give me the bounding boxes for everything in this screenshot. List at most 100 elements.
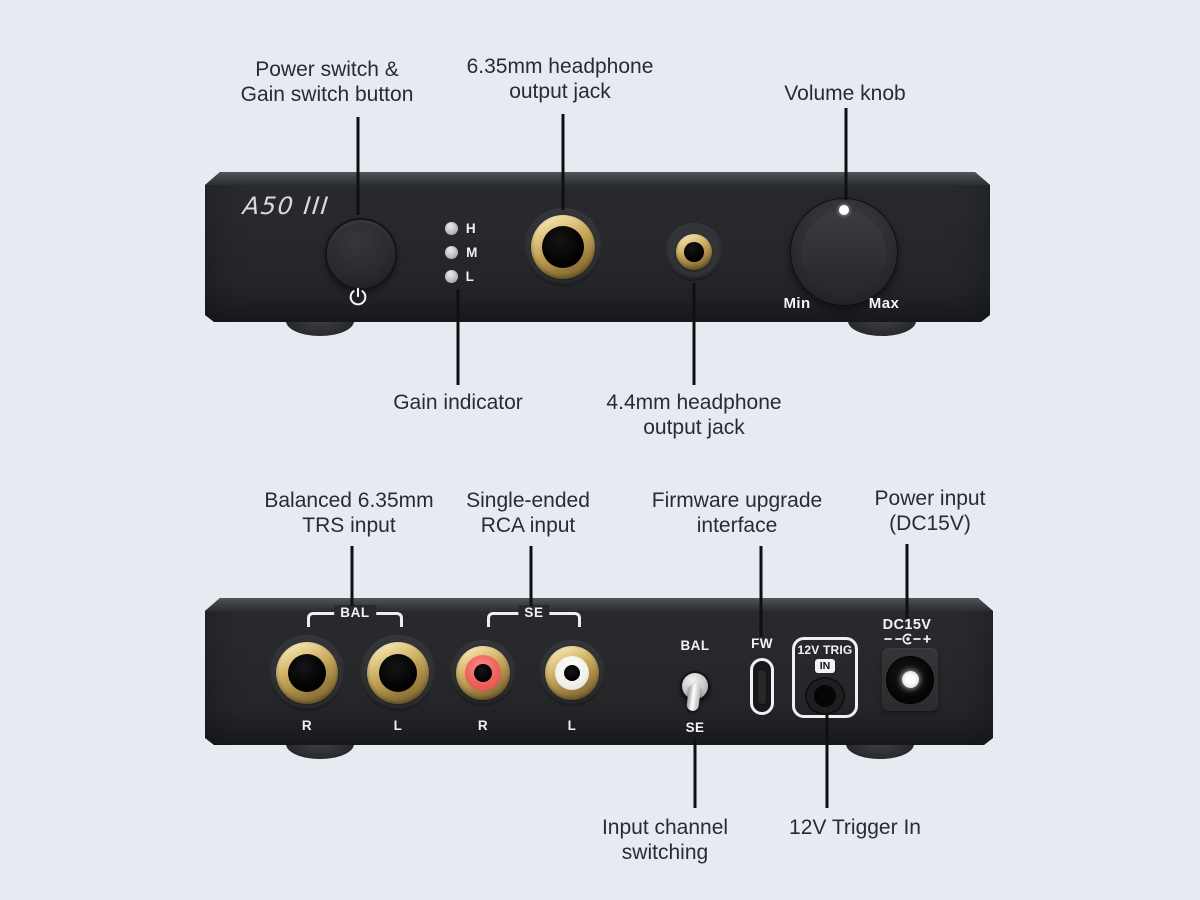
rca-input-jack-left — [539, 640, 605, 706]
trigger-title: 12V TRIG — [797, 643, 853, 657]
input-toggle-lever — [686, 683, 701, 711]
callout-power-switch-label: Power switch & Gain switch button — [241, 57, 414, 107]
power-button — [325, 218, 397, 290]
callout-text: Balanced 6.35mm — [264, 489, 434, 512]
se-group-bracket: SE — [487, 612, 581, 627]
callout-635-jack-label: 6.35mm headphone output jack — [467, 54, 654, 104]
callout-text: output jack — [509, 80, 611, 103]
knob-min-label: Min — [783, 295, 811, 312]
callout-text: (DC15V) — [889, 512, 971, 535]
jack-gold-ring — [456, 646, 510, 700]
callout-trigger-label: 12V Trigger In — [789, 815, 921, 840]
rear-panel: BAL SE R L — [205, 598, 993, 745]
callout-line — [692, 283, 696, 385]
callout-text: Power input — [874, 487, 986, 510]
gain-led-label: L — [465, 269, 475, 284]
usb-c-slot — [757, 669, 767, 705]
rca-right-label: R — [477, 718, 489, 733]
callout-trs-input-label: Balanced 6.35mm TRS input — [264, 488, 433, 538]
se-group-label: SE — [518, 605, 549, 620]
callout-input-switch-label: Input channel switching — [602, 815, 728, 865]
jack-hole — [684, 242, 704, 262]
callout-text: RCA input — [480, 514, 576, 537]
callout-text: Volume knob — [784, 82, 906, 105]
jack-hole — [379, 654, 417, 692]
callout-line — [759, 546, 763, 637]
volume-knob — [790, 198, 898, 306]
jack-gold-ring — [545, 646, 599, 700]
callout-text: Gain indicator — [393, 391, 523, 414]
trigger-in-badge: IN — [815, 659, 836, 673]
callout-line — [825, 714, 829, 808]
bal-group-label: BAL — [334, 605, 376, 620]
trs-right-label: R — [301, 718, 313, 733]
jack-hole — [474, 664, 492, 682]
gain-led-m — [445, 246, 458, 259]
toggle-se-label: SE — [685, 720, 705, 735]
toggle-bal-label: BAL — [680, 638, 710, 653]
jack-gold-ring — [276, 642, 338, 704]
jack-gold-ring — [676, 234, 712, 270]
callout-line — [529, 546, 533, 606]
callout-volume-label: Volume knob — [784, 81, 905, 106]
callout-text: Input channel — [601, 816, 729, 839]
callout-44-jack-label: 4.4mm headphone output jack — [606, 390, 781, 440]
rca-white-ring — [555, 656, 589, 690]
jack-gold-ring — [531, 215, 595, 279]
rca-red-ring — [465, 655, 501, 691]
callout-line — [844, 108, 848, 200]
callout-text: output jack — [643, 416, 745, 439]
gain-led-l — [445, 270, 458, 283]
headphone-jack-4-4 — [665, 223, 723, 281]
trs-left-label: L — [393, 718, 403, 733]
callout-text: 6.35mm headphone — [466, 55, 654, 78]
callout-text: Firmware upgrade — [651, 489, 823, 512]
callout-text: 4.4mm headphone — [606, 391, 782, 414]
callout-rca-input-label: Single-ended RCA input — [466, 488, 590, 538]
trigger-input-group: 12V TRIG IN — [792, 637, 858, 718]
callout-text: TRS input — [302, 514, 396, 537]
chassis-top-edge — [205, 172, 990, 185]
volume-knob-face — [802, 211, 886, 295]
callout-gain-label: Gain indicator — [393, 390, 523, 415]
usb-c-port — [750, 658, 774, 715]
callout-line — [356, 117, 360, 215]
bal-group-bracket: BAL — [307, 612, 403, 627]
dc-center-pin — [902, 671, 919, 688]
jack-hole — [288, 654, 326, 692]
chassis-top-edge — [205, 598, 993, 611]
callout-text: interface — [696, 514, 778, 537]
knob-max-label: Max — [868, 295, 900, 312]
gain-led-label: M — [466, 245, 478, 260]
callout-firmware-label: Firmware upgrade interface — [652, 488, 822, 538]
callout-text: Power switch & — [255, 58, 399, 81]
callout-text: Single-ended — [466, 489, 590, 512]
front-panel: A50 III H M L Min Max — [205, 172, 990, 322]
gain-led-label: H — [465, 221, 477, 236]
callout-text: switching — [621, 841, 709, 864]
callout-text: 12V Trigger In — [789, 816, 921, 839]
volume-knob-marker — [839, 205, 849, 215]
jack-hole — [564, 665, 580, 681]
rca-input-jack-right — [450, 640, 516, 706]
callout-line — [561, 114, 565, 210]
trigger-jack — [805, 677, 845, 715]
trs-input-jack-right — [269, 635, 345, 711]
rca-left-label: L — [567, 718, 577, 733]
callout-line — [350, 546, 354, 606]
callout-line — [905, 544, 909, 618]
dc-barrel — [886, 656, 934, 704]
gain-led-h — [445, 222, 458, 235]
trs-input-jack-left — [360, 635, 436, 711]
fw-port-label: FW — [751, 636, 773, 651]
dc-power-jack — [882, 648, 938, 711]
callout-power-input-label: Power input (DC15V) — [875, 486, 986, 536]
polarity-icon — [883, 632, 931, 646]
jack-gold-ring — [367, 642, 429, 704]
headphone-jack-6-35 — [524, 208, 602, 286]
jack-hole — [814, 685, 836, 707]
callout-text: Gain switch button — [240, 83, 414, 106]
callout-line — [456, 289, 460, 385]
callout-line — [693, 739, 697, 808]
